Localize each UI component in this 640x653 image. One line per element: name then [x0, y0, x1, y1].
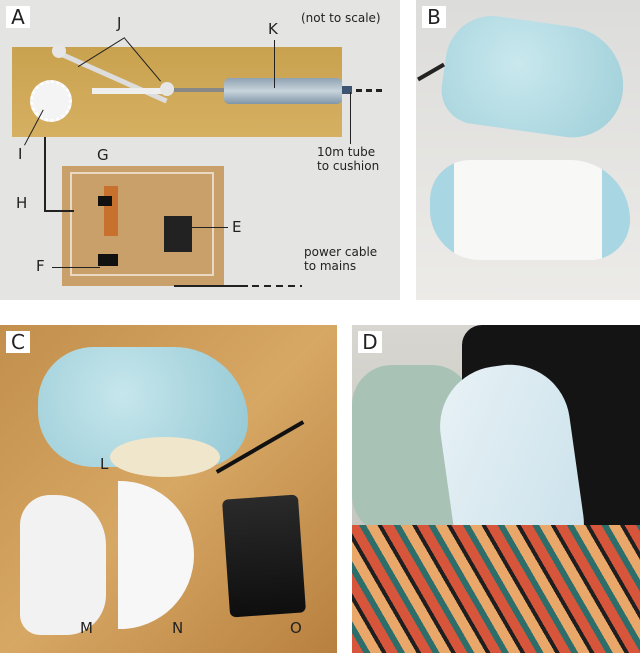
gear	[30, 80, 72, 122]
tube-stub	[342, 86, 352, 94]
label-o: O	[290, 619, 302, 637]
board-m	[20, 495, 106, 635]
label-h: H	[16, 194, 28, 212]
pump	[98, 254, 118, 266]
power-cord	[417, 62, 445, 82]
pressure-sensor	[98, 196, 112, 206]
air-bag-o	[221, 494, 307, 618]
cushion-bottom-view	[430, 160, 630, 260]
label-g: G	[97, 146, 109, 164]
label-k: K	[268, 20, 278, 38]
panel-b: B	[416, 0, 640, 300]
panel-label: B	[422, 6, 446, 28]
power-cable	[174, 285, 248, 287]
label-j: J	[117, 14, 122, 32]
power-caption-line: power cable	[304, 245, 378, 259]
tube-caption-line: 10m tube	[317, 145, 376, 159]
arduino	[164, 216, 192, 252]
tube-dashes	[356, 89, 386, 92]
perforated-rail	[92, 88, 164, 94]
power-caption-line: to mains	[304, 259, 357, 273]
pcb-board	[104, 186, 118, 236]
label-l: L	[100, 455, 109, 473]
panel-label: D	[358, 331, 382, 353]
label-n: N	[172, 619, 184, 637]
cable-h	[44, 137, 46, 212]
cushion-top-view	[437, 10, 631, 144]
tube-caption-line: to cushion	[317, 159, 380, 173]
panel-c: L M N O C	[0, 325, 337, 653]
label-f: F	[36, 257, 45, 275]
scale-note: (not to scale)	[301, 11, 381, 25]
label-e: E	[232, 218, 242, 236]
pivot-wheel	[52, 44, 66, 58]
rod	[174, 88, 224, 92]
patterned-blanket	[352, 525, 640, 653]
electronics-box	[62, 166, 224, 286]
inner-pad	[110, 437, 220, 477]
foam-n	[118, 481, 194, 629]
panel-label: A	[6, 6, 30, 28]
label-i: I	[18, 145, 23, 163]
pivot-wheel	[160, 82, 174, 96]
panel-d: D	[352, 325, 640, 653]
panel-label: C	[6, 331, 30, 353]
syringe-cylinder	[224, 78, 342, 104]
label-m: M	[80, 619, 93, 637]
